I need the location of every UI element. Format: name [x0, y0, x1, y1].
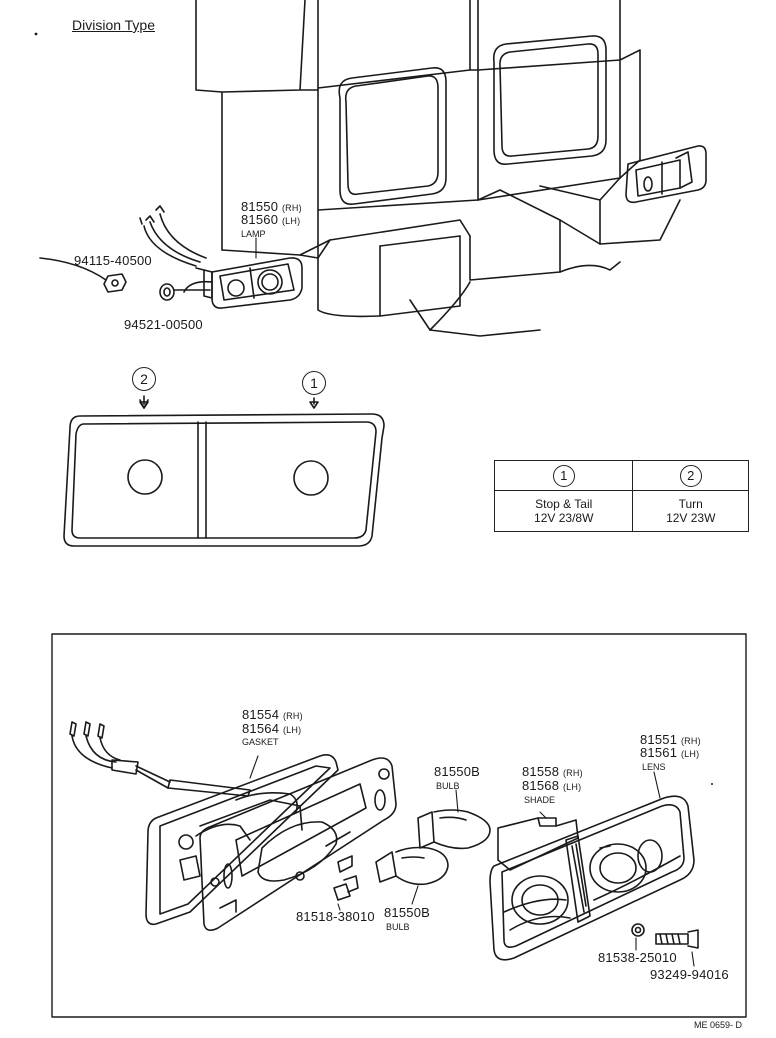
gasket-lh-label: 81564 (LH): [242, 721, 302, 736]
bulb-1-name-label: BULB: [436, 781, 460, 791]
bulb-spec-table: 1 2 Stop & Tail 12V 23/8W Turn 12V 23W: [493, 460, 749, 532]
lens-marker-stop-tail: 1: [302, 371, 326, 395]
lens-name-label: LENS: [642, 762, 666, 772]
shade-rh-label: 81558 (RH): [522, 764, 583, 779]
lamp-rh-label: 81550 (RH): [241, 199, 302, 214]
lens-lh-label: 81561 (LH): [640, 745, 700, 760]
gasket-rh-label: 81554 (RH): [242, 707, 303, 722]
lens-rh-label: 81551 (RH): [640, 732, 701, 747]
nut-part-number: 94115-40500: [74, 253, 152, 268]
exploded-view-parts: [69, 721, 699, 961]
shade-name-label: SHADE: [524, 795, 556, 805]
bulb-2-name-label: BULB: [386, 922, 410, 932]
bulb-table-header-1: 1: [493, 460, 634, 491]
screw-part-number: 93249-94016: [650, 967, 729, 982]
exploded-view-frame: [51, 633, 747, 1018]
bulb-table-cell-stop-tail: Stop & Tail 12V 23/8W: [493, 490, 634, 532]
lamp-name-label: LAMP: [241, 229, 266, 239]
figure-code: ME 0659- D: [693, 1020, 742, 1030]
diagram-title: Division Type: [72, 17, 156, 33]
lens-nut-part-number: 81538-25010: [598, 950, 677, 965]
gasket-name-label: GASKET: [242, 737, 279, 747]
bulb-table-header-2: 2: [632, 460, 749, 491]
leader-lines: [249, 237, 695, 967]
bulb-2-part-number: 81550B: [384, 905, 431, 920]
lamp-lh-label: 81560 (LH): [241, 212, 301, 227]
lamp-assembly-top: [39, 205, 303, 309]
shade-lh-label: 81568 (LH): [522, 778, 582, 793]
lens-marker-turn: 2: [132, 367, 156, 391]
lens-face-view: [63, 395, 385, 547]
bulb-1-part-number: 81550B: [434, 764, 481, 779]
bulb-table-cell-turn: Turn 12V 23W: [632, 490, 749, 532]
washer-part-number: 94521-00500: [124, 317, 203, 332]
vehicle-rear-body: [195, 0, 707, 337]
socket-nut-part-number: 81518-38010: [296, 909, 375, 924]
